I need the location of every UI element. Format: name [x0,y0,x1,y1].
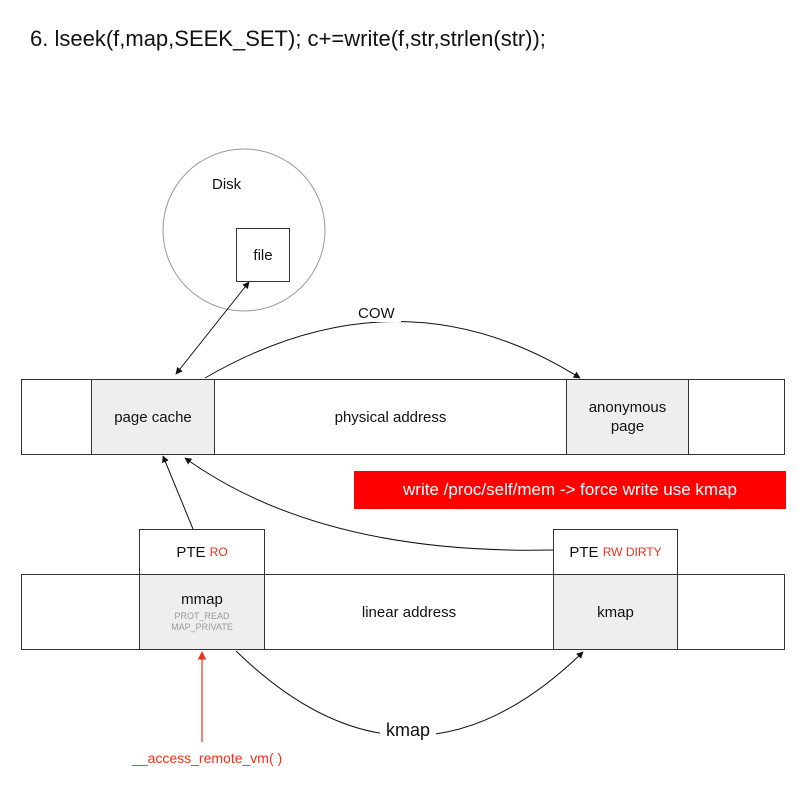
mmap-cell: mmap PROT_READ MAP_PRIVATE [140,575,264,649]
file-box: file [236,228,290,282]
page-cache-cell: page cache [92,380,214,454]
anonymous-page-line1: anonymous [588,399,667,416]
physical-address-label: physical address [334,408,447,426]
linear-address-label: linear address [361,603,457,621]
separator [677,574,678,650]
separator [264,574,265,650]
pte-rw-prefix: PTE [569,543,599,561]
physical-address-cell: physical address [215,380,566,454]
pte-rw-box: PTE RW DIRTY [553,529,678,575]
map-private-label: MAP_PRIVATE [171,622,233,632]
page-cache-label: page cache [114,408,192,426]
kmap-cell: kmap [554,575,677,649]
separator [688,379,689,455]
anonymous-page-line2: page [610,418,645,435]
pte-rw-flag: RW DIRTY [602,545,662,559]
access-remote-vm-label: __access_remote_vm( ) [126,750,289,766]
pte-ro-flag: RO [209,545,228,559]
page-title: 6. lseek(f,map,SEEK_SET); c+=write(f,str… [30,26,546,51]
anonymous-page-cell: anonymous page [567,380,688,454]
pte-ro-box: PTE RO [139,529,265,575]
cow-label: COW [352,305,401,322]
write-proc-mem-banner: write /proc/self/mem -> force write use … [354,471,786,509]
separator [553,574,554,650]
prot-read-label: PROT_READ [174,611,230,621]
separator [139,574,140,650]
separator [91,379,92,455]
pagecache-file-arrow [175,281,250,375]
cow-arrow [204,321,581,379]
mmap-pagecache-arrow [162,455,194,530]
linear-address-cell: linear address [265,575,553,649]
kmap-cell-label: kmap [597,603,634,621]
kmap-curve-label: kmap [380,720,437,741]
disk-label: Disk [212,176,242,193]
separator [566,379,567,455]
separator [214,379,215,455]
pte-ro-prefix: PTE [176,543,206,561]
kmap-pagecache-arrow [184,457,554,551]
mmap-label: mmap [181,591,223,608]
